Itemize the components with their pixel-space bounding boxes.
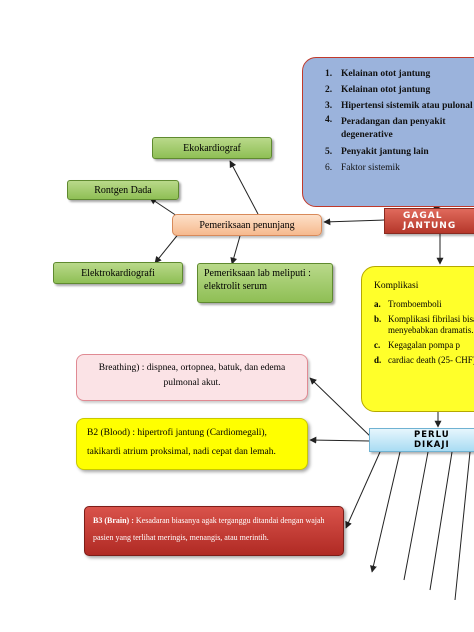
arrow-penunjang-to-lab xyxy=(230,235,241,265)
arrow-perlu-down-2 xyxy=(403,451,429,581)
cause-number: 4. xyxy=(325,115,333,125)
b3-label: B3 (Brain) : xyxy=(93,516,134,525)
lab-node: Pemeriksaan lab meliputi : elektrolit se… xyxy=(197,263,333,303)
pemeriksaan-penunjang-node: Pemeriksaan penunjang xyxy=(172,214,322,236)
pemeriksaan-penunjang-label: Pemeriksaan penunjang xyxy=(199,219,295,231)
arrow-gagal-to-penunjang xyxy=(323,218,385,226)
komplikasi-number: c. xyxy=(374,340,381,350)
cause-text: Kelainan otot jantung xyxy=(341,69,431,79)
cause-number: 3. xyxy=(325,101,333,111)
komplikasi-text: cardiac death (25- CHF). xyxy=(388,355,474,365)
komplikasi-item: c. Kegagalan pompa p xyxy=(374,340,474,351)
causes-box: 1. Kelainan otot jantung 2. Kelainan otot j… xyxy=(302,57,474,207)
elektrokardiografi-node: Elektrokardiografi xyxy=(53,262,183,284)
b3-text: Kesadaran biasanya agak terganggu ditand… xyxy=(93,516,325,542)
b2-blood-box: B2 (Blood) : hipertrofi jantung (Cardiom… xyxy=(76,418,308,470)
komplikasi-text: Kegagalan pompa p xyxy=(388,340,460,350)
komplikasi-item: b. Komplikasi fibrilasi bisa menyebabkan … xyxy=(374,314,474,336)
komplikasi-text: Tromboemboli xyxy=(388,299,442,309)
cause-text: Penyakit jantung lain xyxy=(341,147,429,157)
komplikasi-box: Komplikasi a. Tromboemboli b. Komplikasi fi… xyxy=(361,266,474,412)
elektrokardiografi-label: Elektrokardiografi xyxy=(81,267,155,279)
ekokardiograf-label: Ekokardiograf xyxy=(183,142,241,154)
cause-number: 6. xyxy=(325,163,333,173)
komplikasi-text: Komplikasi fibrilasi bisa menyebabkan dr… xyxy=(388,314,474,335)
cause-item: 2. Kelainan otot jantung xyxy=(303,82,474,98)
perlu-dikaji-node: PERLU DIKAJI xyxy=(369,428,474,452)
arrow-perlu-to-b3 xyxy=(345,451,381,529)
arrow-penunjang-to-elektro xyxy=(154,231,181,264)
komplikasi-item: a. Tromboemboli xyxy=(374,299,474,310)
arrow-penunjang-to-ekokardiograf xyxy=(229,160,259,215)
cause-number: 5. xyxy=(325,147,333,157)
b3-brain-box: B3 (Brain) : Kesadaran biasanya agak ter… xyxy=(84,506,344,556)
cause-item: 5. Penyakit jantung lain xyxy=(303,144,474,160)
komplikasi-number: a. xyxy=(374,299,381,309)
b1-breathing-box: Breathing) : dispnea, ortopnea, batuk, d… xyxy=(76,354,308,401)
cause-number: 1. xyxy=(325,69,333,79)
lab-label: Pemeriksaan lab meliputi : elektrolit se… xyxy=(204,268,311,292)
cause-number: 2. xyxy=(325,85,333,95)
arrow-perlu-to-b1 xyxy=(309,377,373,439)
gagal-jantung-node: GAGAL JANTUNG xyxy=(384,208,474,234)
b1-text: Breathing) : dispnea, ortopnea, batuk, d… xyxy=(98,363,286,388)
perlu-dikaji-label: PERLU DIKAJI xyxy=(414,430,450,450)
cause-item: 4. Peradangan dan penyakit degenerative xyxy=(303,114,474,144)
cause-text: Peradangan dan penyakit degenerative xyxy=(341,117,446,140)
causes-list: 1. Kelainan otot jantung 2. Kelainan otot j… xyxy=(303,58,474,176)
komplikasi-list: a. Tromboemboli b. Komplikasi fibrilasi bis… xyxy=(374,299,474,366)
komplikasi-number: b. xyxy=(374,314,382,324)
komplikasi-number: d. xyxy=(374,355,382,365)
arrow-perlu-to-b2 xyxy=(309,436,371,444)
cause-text: Hipertensi sistemik atau pulonal xyxy=(341,101,473,111)
komplikasi-item: d. cardiac death (25- CHF). xyxy=(374,355,474,366)
cause-item: 6. Faktor sistemik xyxy=(303,160,474,176)
cause-item: 1. Kelainan otot jantung xyxy=(303,66,474,82)
arrow-perlu-down-1 xyxy=(370,451,401,573)
cause-text: Kelainan otot jantung xyxy=(341,85,431,95)
b2-text: B2 (Blood) : hipertrofi jantung (Cardiom… xyxy=(87,428,276,457)
arrow-perlu-down-3 xyxy=(429,451,453,591)
rontgen-node: Rontgen Dada xyxy=(67,180,179,200)
cause-item: 3. Hipertensi sistemik atau pulonal xyxy=(303,98,474,114)
arrow-perlu-down-4 xyxy=(454,451,471,601)
gagal-jantung-label: GAGAL JANTUNG xyxy=(403,211,457,231)
ekokardiograf-node: Ekokardiograf xyxy=(152,137,272,159)
rontgen-label: Rontgen Dada xyxy=(94,184,152,196)
cause-text: Faktor sistemik xyxy=(341,163,400,173)
komplikasi-heading: Komplikasi xyxy=(374,281,419,291)
